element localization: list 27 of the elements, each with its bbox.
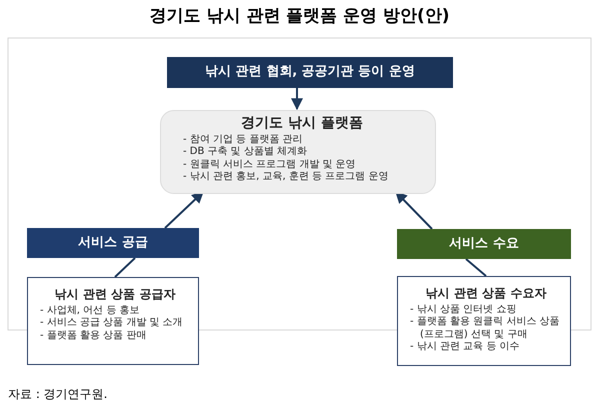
list-item: - 낚시 관련 교육 등 이수: [410, 341, 521, 354]
node-heading: 낚시 관련 상품 수요자: [424, 287, 548, 300]
list-item: - 플랫폼 활용 상품 판매: [40, 330, 148, 342]
arrow: [164, 191, 204, 229]
arrow: [291, 88, 303, 110]
arrow: [395, 191, 433, 230]
list-item: - 낚시 상품 인터넷 쇼핑: [410, 304, 518, 316]
list-item: - 사업체, 어선 등 홍보: [40, 304, 141, 317]
list-item: - DB 구축 및 상품별 체계화: [183, 146, 308, 158]
node-heading: 서비스 수요: [449, 238, 519, 250]
list-item: - 플랫폼 활용 원클릭 서비스 상품 (프로그램) 선택 및 구매: [410, 316, 561, 341]
list-item: - 원클릭 서비스 프로그램 개발 및 운영: [183, 158, 357, 171]
caption: 자료 : 경기연구원.: [8, 386, 108, 403]
consumer-box: [397, 276, 571, 366]
node-heading: 경기도 낚시 플랫폼: [240, 117, 364, 130]
supplier-box: [27, 277, 199, 365]
node-heading: 낚시 관련 협회, 공공기관 등이 운영: [205, 66, 415, 79]
node-heading: 서비스 공급: [78, 236, 148, 250]
demand-bar: [397, 229, 571, 259]
supply-bar: [27, 228, 199, 258]
platform-box: [160, 110, 436, 194]
title: 경기도 낚시 관련 플랫폼 운영 방안(안): [148, 5, 451, 27]
operator-box: [167, 57, 453, 88]
node-heading: 낚시 관련 상품 공급자: [54, 288, 176, 300]
list-item: - 참여 기업 등 플랫폼 관리: [183, 134, 304, 146]
list-item: - 서비스 공급 상품 개발 및 소개: [40, 317, 184, 330]
list-item: - 낚시 관련 홍보, 교육, 훈련 등 프로그램 운영: [183, 171, 390, 184]
